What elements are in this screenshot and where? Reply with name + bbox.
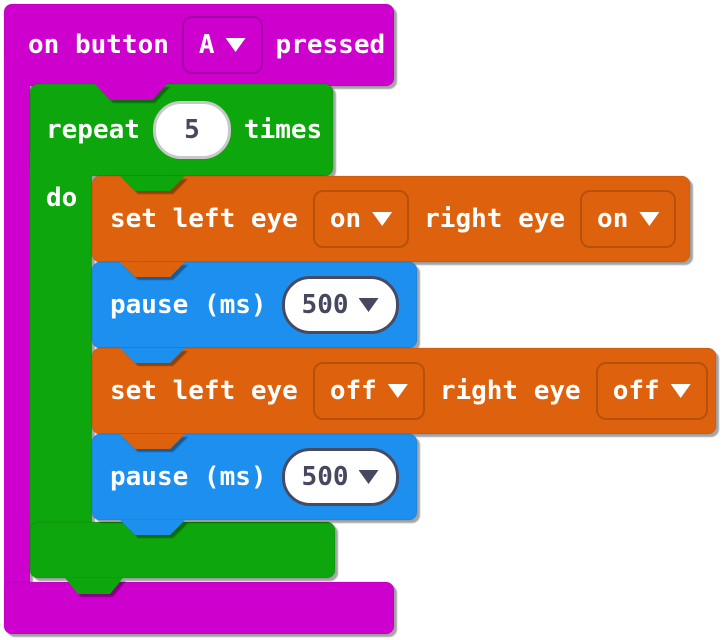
left-eye-value: on [329, 204, 362, 234]
pause-row-1: pause (ms) 500 [110, 262, 399, 348]
connector-tab [120, 434, 185, 449]
left-eye-dropdown[interactable]: on [312, 190, 410, 248]
right-eye-value: off [612, 376, 660, 406]
pause-duration-dropdown[interactable]: 500 [281, 448, 399, 506]
set-left-eye-label: set left eye [110, 376, 298, 406]
dropdown-arrow-icon [358, 298, 379, 312]
repeat-row: repeat 5 times [46, 84, 322, 176]
pause-duration-dropdown[interactable]: 500 [281, 276, 399, 334]
right-eye-dropdown[interactable]: on [580, 190, 677, 248]
on-button-pressed-row: on button A pressed [28, 4, 385, 86]
on-button-label: on button [28, 30, 169, 60]
set-left-eye-label: set left eye [110, 204, 298, 234]
button-dropdown[interactable]: A [181, 16, 263, 74]
do-row: do [46, 176, 77, 220]
connector-tab [65, 578, 123, 594]
repeat-label: repeat [46, 115, 140, 145]
repeat-count-field[interactable]: 5 [152, 101, 231, 159]
repeat-block-shape[interactable] [29, 83, 336, 594]
right-eye-value: on [597, 204, 629, 234]
dropdown-arrow-icon [639, 212, 660, 226]
dropdown-arrow-icon [670, 384, 691, 398]
pressed-label: pressed [275, 30, 386, 60]
pause-duration-value: 500 [301, 290, 349, 320]
left-eye-value: off [329, 376, 377, 406]
repeat-count-value: 5 [184, 115, 200, 145]
left-eye-dropdown[interactable]: off [312, 362, 425, 420]
connector-tab [120, 520, 185, 535]
dropdown-arrow-icon [225, 38, 246, 52]
set-eyes-on-row: set left eye on right eye on [110, 176, 677, 262]
on-button-pressed-block-shape[interactable] [3, 3, 395, 635]
right-eye-dropdown[interactable]: off [595, 362, 708, 420]
pause-row-2: pause (ms) 500 [110, 434, 399, 520]
connector-tab [120, 176, 185, 191]
dropdown-arrow-icon [372, 212, 393, 226]
times-label: times [243, 115, 323, 145]
dropdown-arrow-icon [358, 470, 379, 484]
do-label: do [46, 183, 78, 213]
right-eye-label: right eye [424, 204, 566, 234]
pause-label: pause (ms) [110, 290, 267, 320]
connector-tab [95, 84, 167, 100]
pause-label: pause (ms) [110, 462, 267, 492]
pause-duration-value: 500 [301, 462, 349, 492]
right-eye-label: right eye [439, 376, 581, 406]
set-eyes-off-row: set left eye off right eye off [110, 348, 708, 434]
connector-tab [120, 262, 185, 277]
button-dropdown-value: A [198, 30, 215, 60]
connector-tab [120, 348, 185, 363]
dropdown-arrow-icon [387, 384, 408, 398]
